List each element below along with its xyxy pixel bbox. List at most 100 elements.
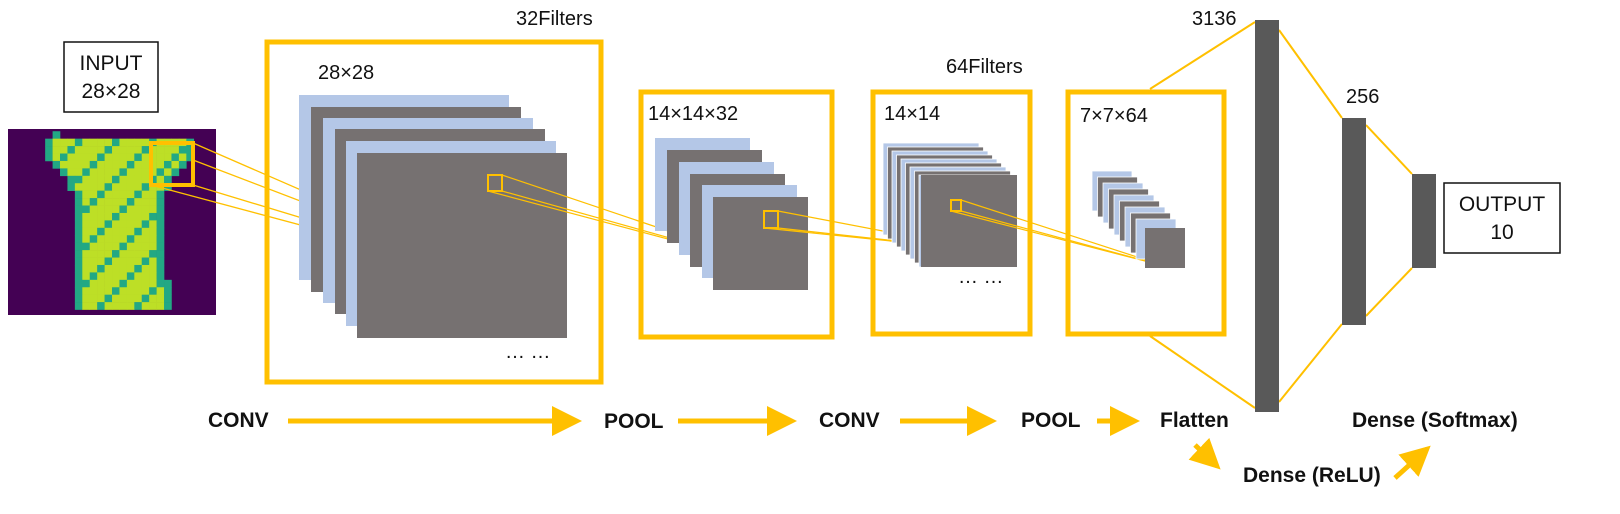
input-pixel <box>112 272 120 281</box>
input-pixel <box>112 183 120 191</box>
dense-softmax-layer-bar <box>1412 174 1436 268</box>
input-pixel <box>74 250 83 258</box>
input-pixel <box>97 146 105 154</box>
input-pixel <box>67 138 76 147</box>
input-pixel <box>134 235 143 243</box>
input-pixel <box>149 302 157 310</box>
input-pixel <box>89 250 98 258</box>
input-pixel <box>52 131 61 139</box>
input-pixel <box>149 294 157 303</box>
input-pixel <box>141 227 150 236</box>
input-pixel <box>82 287 91 295</box>
input-pixel <box>141 153 150 162</box>
stage-flatten: Flatten <box>1160 409 1229 432</box>
input-pixel <box>134 302 143 310</box>
input-pixel <box>141 212 150 221</box>
input-pixel <box>112 287 120 295</box>
input-pixel <box>82 153 91 162</box>
input-pixel <box>60 168 68 177</box>
flatten-layer-bar <box>1255 20 1279 412</box>
input-pixel <box>67 153 76 162</box>
input-pixel <box>112 279 120 288</box>
input-pixel <box>119 257 128 266</box>
input-pixel <box>119 138 128 147</box>
input-pixel <box>156 294 165 303</box>
input-pixel <box>119 168 128 177</box>
input-pixel <box>97 168 105 177</box>
input-pixel <box>82 227 91 236</box>
input-pixel <box>119 264 128 273</box>
input-pixel <box>126 287 135 295</box>
input-pixel <box>112 160 120 169</box>
input-pixel <box>104 302 113 310</box>
input-pixel <box>178 146 187 154</box>
input-pixel <box>67 160 76 169</box>
conv2-frame <box>870 89 1033 337</box>
input-pixel <box>134 220 143 229</box>
input-pixel <box>89 227 98 236</box>
input-pixel <box>97 183 105 191</box>
input-pixel <box>82 235 91 243</box>
output-label-box: OUTPUT 10 <box>1443 182 1561 254</box>
input-pixel <box>97 153 105 162</box>
input-pixel <box>97 250 105 258</box>
input-pixel <box>89 302 98 310</box>
pool1-size-label: 14×14×32 <box>648 103 738 125</box>
input-pixel <box>141 138 150 147</box>
input-pixel <box>97 160 105 169</box>
input-pixel <box>156 153 165 162</box>
input-pixel <box>164 175 172 184</box>
input-pixel <box>134 183 143 191</box>
input-pixel <box>126 198 135 206</box>
pool1-frame <box>638 89 835 340</box>
input-pixel <box>119 190 128 199</box>
input-pixel <box>141 160 150 169</box>
pool2-size-label: 7×7×64 <box>1080 105 1148 127</box>
input-pixel <box>164 168 172 177</box>
input-pixel <box>134 198 143 206</box>
input-pixel <box>89 183 98 191</box>
input-pixel <box>119 175 128 184</box>
input-pixel <box>134 250 143 258</box>
input-pixel <box>74 272 83 281</box>
pool1-map <box>713 197 808 290</box>
conv1-receptive-field <box>487 174 503 192</box>
input-pixel <box>82 220 91 229</box>
input-pixel <box>178 160 187 169</box>
conv2-map <box>921 175 1017 267</box>
output-label-line1: OUTPUT <box>1459 193 1546 216</box>
input-pixel <box>149 160 157 169</box>
input-pixel <box>89 198 98 206</box>
input-pixel <box>134 146 143 154</box>
input-pixel <box>156 287 165 295</box>
input-pixel <box>126 257 135 266</box>
input-pixel <box>134 227 143 236</box>
input-pixel <box>97 272 105 281</box>
input-pixel <box>164 287 172 295</box>
input-pixel <box>126 183 135 191</box>
input-pixel <box>112 302 120 310</box>
conv1-filters-label: 32Filters <box>516 8 593 30</box>
input-pixel <box>104 279 113 288</box>
input-pixel <box>89 153 98 162</box>
input-pixel <box>134 242 143 251</box>
input-pixel <box>164 302 172 310</box>
input-pixel <box>89 257 98 266</box>
input-pixel <box>97 220 105 229</box>
input-pixel <box>156 235 165 243</box>
input-pixel <box>134 138 143 147</box>
input-pixel <box>186 146 195 154</box>
flatten-units-label: 3136 <box>1192 8 1237 30</box>
stage-pool1: POOL <box>604 410 664 433</box>
input-pixel <box>112 250 120 258</box>
input-pixel <box>134 168 143 177</box>
input-pixel <box>156 198 165 206</box>
input-pixel <box>104 242 113 251</box>
input-pixel <box>149 146 157 154</box>
input-pixel <box>45 153 53 162</box>
input-pixel <box>74 138 83 147</box>
input-pixel <box>104 153 113 162</box>
input-pixel <box>97 302 105 310</box>
pool1-feature-maps <box>655 138 808 290</box>
input-pixel <box>134 190 143 199</box>
